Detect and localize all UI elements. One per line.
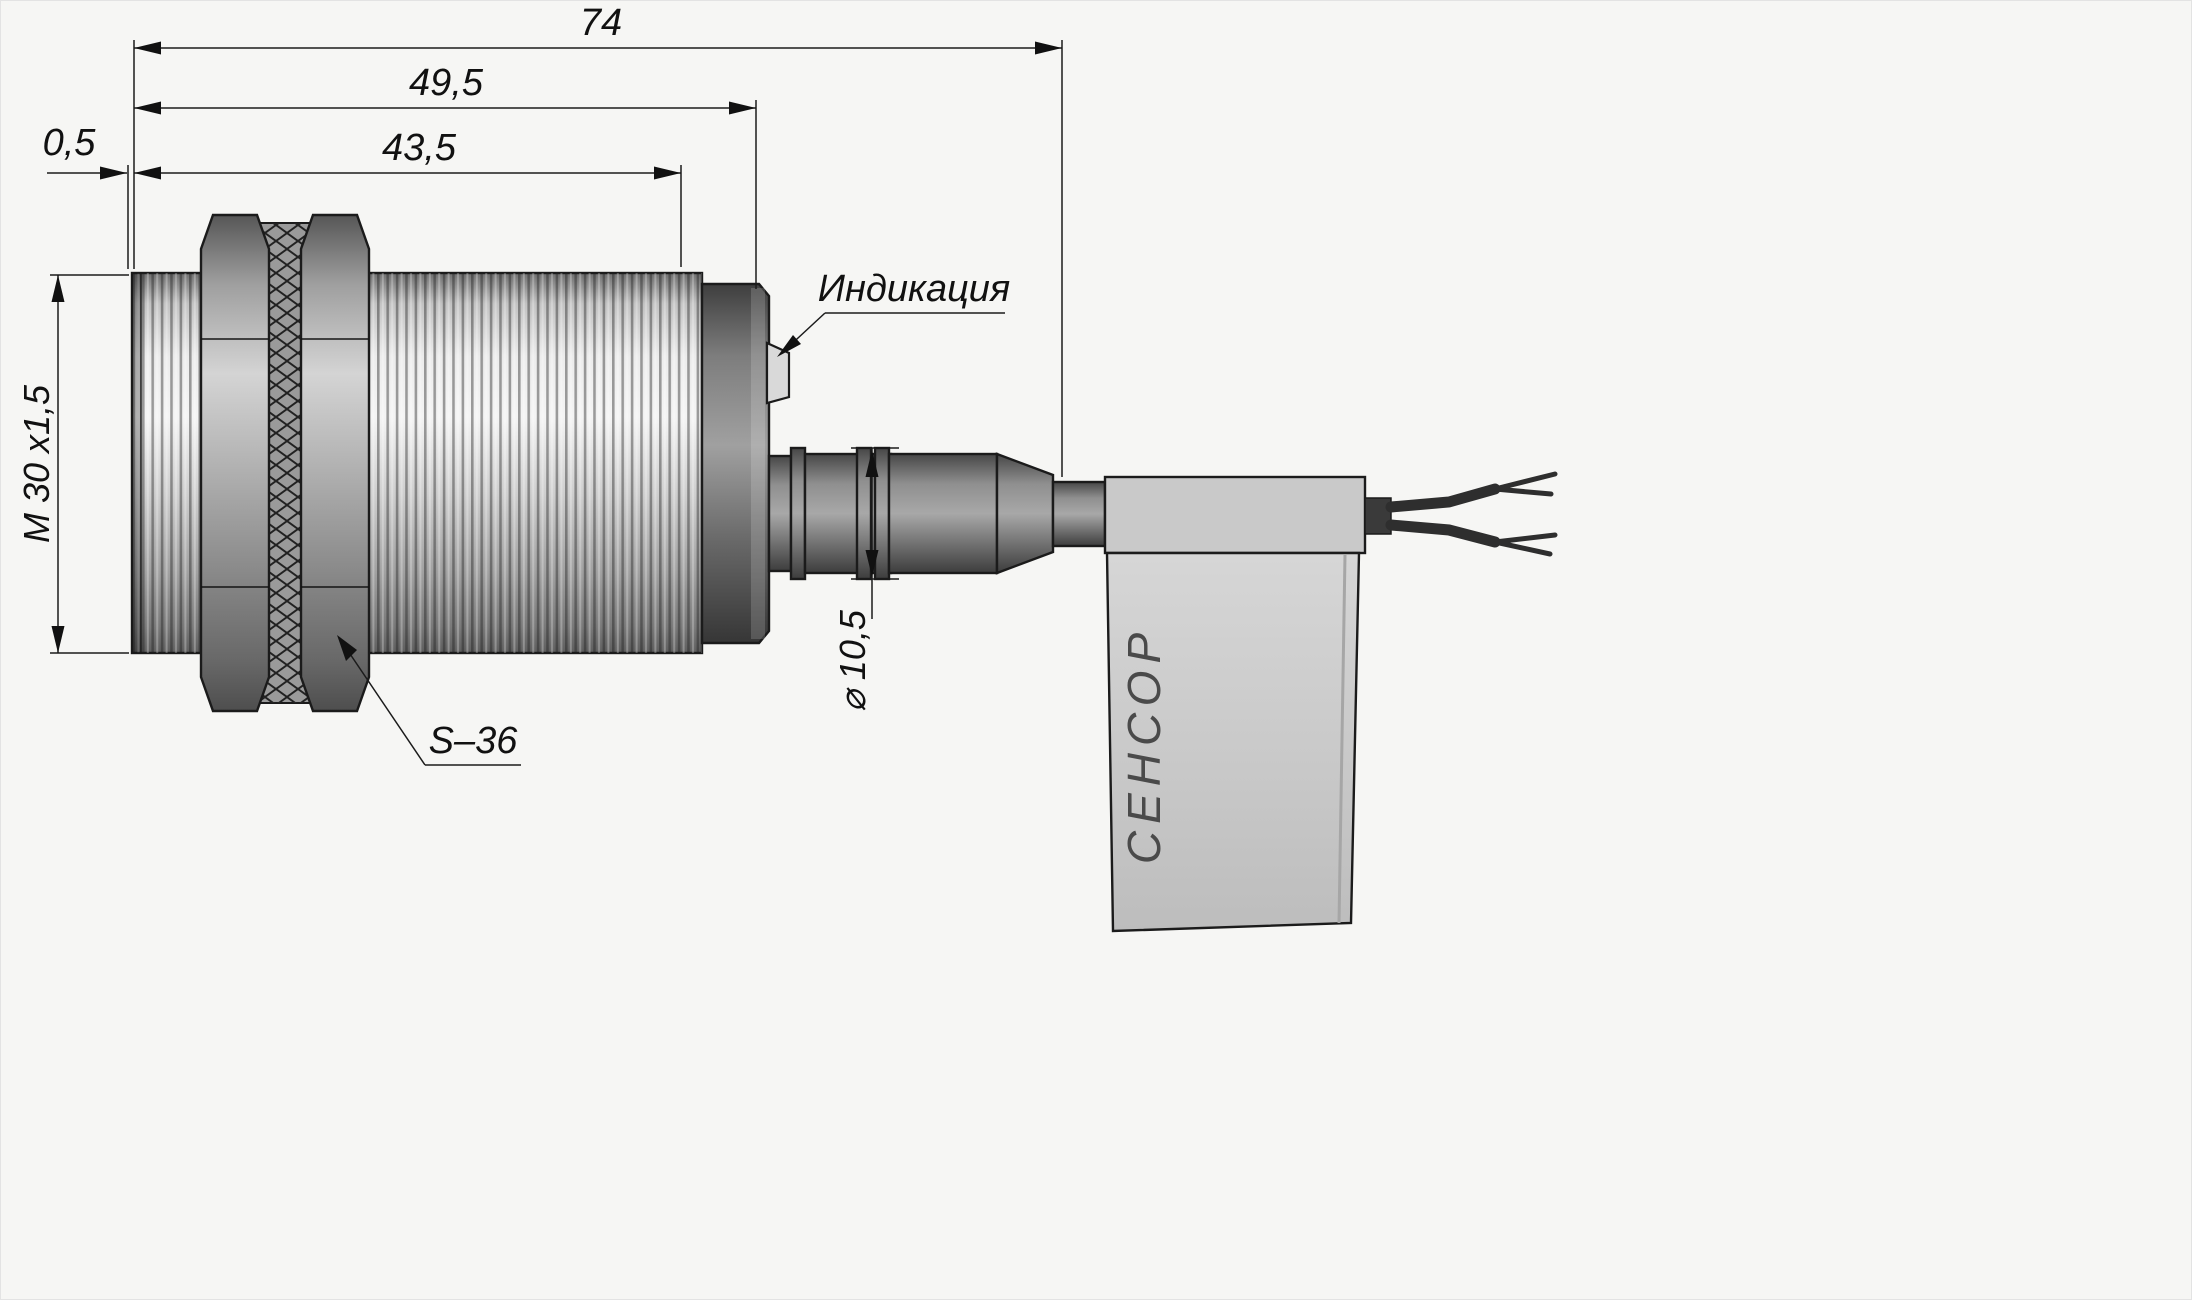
- indicator-label: Индикация: [818, 268, 1010, 310]
- wrench-leader: [343, 644, 426, 766]
- connector-flange: [789, 446, 807, 581]
- arrow-m30-bottom: [51, 626, 65, 653]
- dim-m30-label: M 30 x1,5: [16, 384, 57, 543]
- dim-49-5-label: 49,5: [409, 62, 484, 104]
- hex-nut-rear: [299, 213, 371, 713]
- dimensions-group: 74 49,5 43,5 0,5 M 30 x1,5 ⌀ 10,5 Индика…: [16, 2, 1063, 766]
- arrow-d10-bottom: [865, 550, 879, 577]
- arrow-74-left: [134, 41, 161, 55]
- arrow-m30-top: [51, 275, 65, 302]
- label-sleeve: [1103, 475, 1367, 555]
- wire-lower: [1385, 519, 1501, 548]
- tag-fold-line: [1337, 554, 1347, 924]
- brand-tag-text: СЕНСОР: [1118, 626, 1170, 864]
- wire-lower-fork-tip: [1492, 532, 1558, 557]
- led-indicator: [765, 341, 791, 405]
- arrow-0-5: [100, 166, 127, 180]
- dim-0-5-label: 0,5: [43, 122, 97, 164]
- wrench-size-label: S–36: [429, 720, 519, 762]
- rear-cap: [700, 282, 771, 645]
- brand-tag: [1105, 551, 1361, 933]
- wrench-arrow: [337, 635, 357, 661]
- rear-cap-end-ring: [751, 288, 765, 639]
- dim-43-5-label: 43,5: [382, 127, 457, 169]
- dim-74-label: 74: [580, 2, 622, 44]
- wire-upper: [1385, 483, 1501, 513]
- dim-d10-label: ⌀ 10,5: [832, 609, 873, 712]
- hex-nut-front: [199, 213, 271, 713]
- arrow-d10-top: [865, 450, 879, 477]
- arrow-43-5-right: [654, 166, 681, 180]
- arrow-49-5-right: [729, 101, 756, 115]
- sensing-face: [131, 272, 142, 654]
- arrow-43-5-left: [134, 166, 161, 180]
- cable-shaft: [1051, 480, 1107, 548]
- wire-upper-fork-tip: [1492, 471, 1558, 497]
- indicator-arrow: [777, 335, 801, 357]
- arrow-49-5-left: [134, 101, 161, 115]
- connector-body: [887, 452, 999, 575]
- connector-taper: [995, 452, 1055, 575]
- connector-neck: [767, 454, 793, 573]
- arrow-74-right: [1035, 41, 1062, 55]
- connector-ridge-2: [873, 446, 891, 581]
- sensor-body-group: СЕНСОР: [130, 213, 1558, 933]
